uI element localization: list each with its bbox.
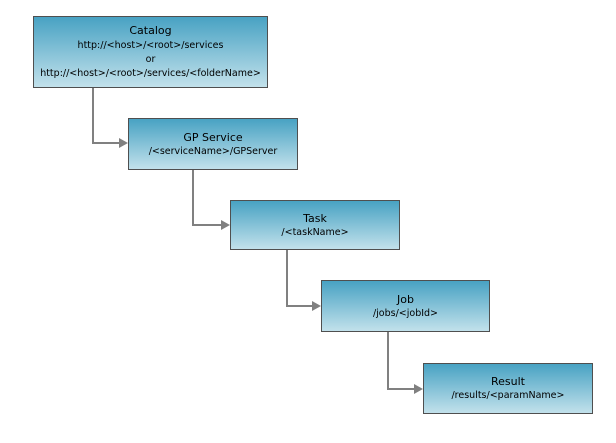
node-task: Task /<taskName> bbox=[230, 200, 400, 250]
connector-job-result-horizontal bbox=[387, 388, 414, 390]
arrowhead-icon bbox=[119, 138, 128, 148]
node-catalog-title: Catalog bbox=[129, 24, 172, 37]
node-job-title: Job bbox=[397, 292, 414, 306]
connector-gpservice-task-horizontal bbox=[192, 224, 221, 226]
connector-task-job-horizontal bbox=[286, 305, 312, 307]
node-gp-service-title: GP Service bbox=[183, 130, 243, 144]
node-task-title: Task bbox=[303, 211, 327, 225]
node-result-title: Result bbox=[491, 375, 525, 388]
arrowhead-icon bbox=[221, 220, 230, 230]
node-result-path: /results/<paramName> bbox=[451, 390, 565, 401]
connector-catalog-gpservice-horizontal bbox=[92, 142, 119, 144]
node-catalog-folder-url: http://<host>/<root>/services/<folderNam… bbox=[40, 68, 261, 79]
arrowhead-icon bbox=[312, 301, 321, 311]
arrowhead-icon bbox=[414, 384, 423, 394]
node-task-path: /<taskName> bbox=[281, 226, 349, 238]
connector-gpservice-task-vertical bbox=[192, 170, 194, 226]
node-result: Result /results/<paramName> bbox=[423, 363, 593, 414]
connector-job-result-vertical bbox=[387, 332, 389, 390]
node-gp-service-path: /<serviceName>/GPServer bbox=[148, 145, 278, 157]
node-catalog-or: or bbox=[145, 54, 156, 65]
node-gp-service: GP Service /<serviceName>/GPServer bbox=[128, 118, 298, 170]
connector-task-job-vertical bbox=[286, 250, 288, 307]
node-job: Job /jobs/<jobId> bbox=[321, 280, 490, 332]
node-catalog: Catalog http://<host>/<root>/services or… bbox=[33, 16, 268, 88]
node-job-path: /jobs/<jobId> bbox=[372, 307, 439, 319]
node-catalog-url: http://<host>/<root>/services bbox=[77, 40, 224, 51]
connector-catalog-gpservice-vertical bbox=[92, 88, 94, 144]
